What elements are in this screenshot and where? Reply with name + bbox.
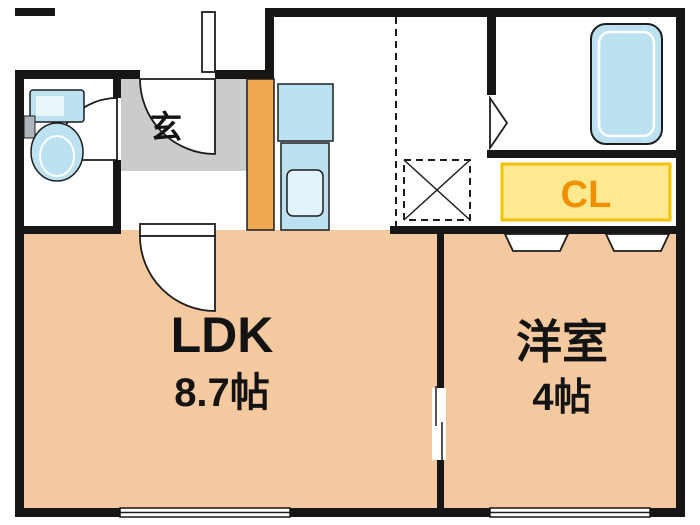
- toilet-paper-holder: [23, 115, 36, 139]
- wall-bathroom-bottom: [487, 150, 685, 158]
- wall-top-left-2: [215, 70, 274, 79]
- closet-door-right: [604, 233, 671, 252]
- wall-toilet-bottom: [15, 226, 121, 234]
- genkan-step-strip: [246, 78, 275, 231]
- wall-room-divider-1: [437, 226, 444, 388]
- genkan-label: 玄: [150, 109, 182, 145]
- wall-top-right-section: [265, 8, 685, 17]
- entrance-door-arc: [139, 78, 216, 155]
- western-room-label: 洋室: [516, 316, 608, 368]
- wall-top-left-stub: [15, 8, 55, 16]
- washing-machine-x2: [403, 159, 471, 221]
- ldk-door-arc: [139, 235, 216, 312]
- bathroom-folding-door: [489, 95, 509, 151]
- toilet-tank-lid: [36, 96, 64, 116]
- kitchen-counter: [277, 83, 334, 142]
- toilet-bowl: [30, 122, 84, 182]
- wall-right: [676, 8, 685, 517]
- western-room-size-label: 4帖: [532, 377, 591, 419]
- wall-left: [15, 70, 24, 517]
- bathtub: [590, 23, 663, 145]
- closet-door-left: [503, 233, 570, 252]
- ldk-floor: [24, 230, 438, 508]
- walls: [15, 8, 685, 517]
- ldk-size-label: 8.7帖: [174, 371, 270, 415]
- wall-bottom-2: [290, 508, 490, 517]
- wall-connector-vertical: [265, 8, 274, 79]
- bathtub-inner: [597, 30, 656, 138]
- wall-room-divider-2: [437, 460, 444, 517]
- windows: [119, 507, 651, 518]
- sliding-door-gap: [432, 388, 446, 460]
- closet-box: [500, 162, 672, 222]
- wall-toilet-right-1: [113, 70, 121, 98]
- wall-rooms-top: [390, 226, 685, 234]
- entrance-door-leaf: [201, 11, 216, 73]
- wall-bottom-1: [15, 508, 120, 517]
- washing-machine-space: [403, 159, 471, 221]
- closet-label: CL: [561, 174, 612, 216]
- wall-bathroom-left: [487, 17, 496, 95]
- ldk-label: LDK: [171, 307, 274, 363]
- wall-top-left-1: [15, 70, 140, 79]
- toilet-seat: [39, 135, 75, 177]
- ldk-door-leaf: [139, 223, 216, 237]
- wall-toilet-right-2: [113, 160, 121, 234]
- kitchen-sink-basin: [286, 169, 324, 217]
- western-room-floor: [439, 230, 676, 508]
- wall-bottom-3: [650, 508, 685, 517]
